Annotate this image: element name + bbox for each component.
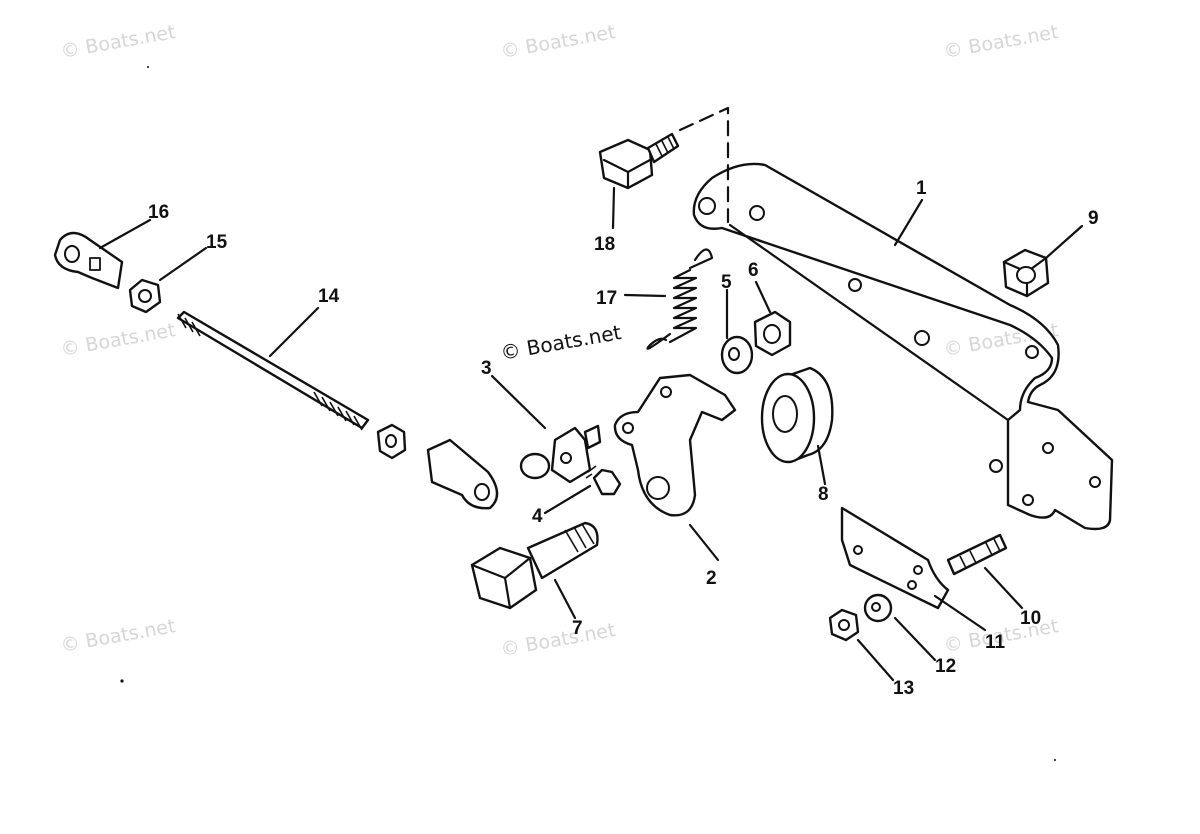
part-rod-nut <box>376 423 407 460</box>
part-screw-4 <box>585 465 622 496</box>
watermark: © Boats.net <box>59 615 177 657</box>
stray-dot <box>1054 759 1056 761</box>
part-bushing-8 <box>760 366 834 464</box>
part-washer-12 <box>863 593 893 623</box>
part-rod-socket <box>426 438 499 510</box>
watermark: © Boats.net <box>59 21 177 63</box>
callout-numbers: 1 2 3 4 5 6 7 8 9 10 11 12 13 14 15 16 1… <box>148 178 1099 699</box>
center-watermark: © Boats.net <box>499 320 623 365</box>
part-nut-15 <box>128 278 162 314</box>
callout-16: 16 <box>148 202 169 223</box>
callout-4: 4 <box>532 506 543 527</box>
part-bolt-7 <box>470 521 599 610</box>
part-bracket <box>692 162 1114 531</box>
part-rod-14 <box>176 310 370 431</box>
callout-8: 8 <box>818 484 829 505</box>
callout-6: 6 <box>748 260 759 281</box>
leader-lines <box>98 186 1084 682</box>
part-stud-10 <box>946 533 1008 576</box>
watermark: © Boats.net <box>942 21 1060 63</box>
part-washer-5 <box>720 335 754 375</box>
callout-3: 3 <box>481 358 492 379</box>
callout-13: 13 <box>893 678 914 699</box>
stray-dot <box>147 66 149 68</box>
watermark: © Boats.net <box>499 619 617 661</box>
part-plate-11 <box>840 506 950 610</box>
watermark: © Boats.net <box>59 319 177 361</box>
part-socket-16 <box>53 231 124 290</box>
callout-17: 17 <box>596 288 617 309</box>
callout-12: 12 <box>935 656 956 677</box>
part-lever-2 <box>613 373 737 517</box>
callout-1: 1 <box>916 178 927 199</box>
part-bolt-18 <box>598 106 730 224</box>
callout-9: 9 <box>1088 208 1099 229</box>
part-swivel-3 <box>519 424 602 484</box>
part-nut-13 <box>828 608 860 642</box>
callout-10: 10 <box>1020 608 1041 629</box>
watermark: © Boats.net <box>499 21 617 63</box>
part-nut-9 <box>1002 248 1050 298</box>
callout-14: 14 <box>318 286 340 307</box>
part-nut-6 <box>753 310 792 357</box>
stray-dot <box>120 679 124 683</box>
callout-18: 18 <box>594 234 615 255</box>
callout-7: 7 <box>572 618 583 639</box>
callout-11: 11 <box>985 632 1006 653</box>
callout-2: 2 <box>706 568 717 589</box>
callout-5: 5 <box>721 272 732 293</box>
callout-15: 15 <box>206 232 228 253</box>
part-spring-17 <box>646 248 714 350</box>
